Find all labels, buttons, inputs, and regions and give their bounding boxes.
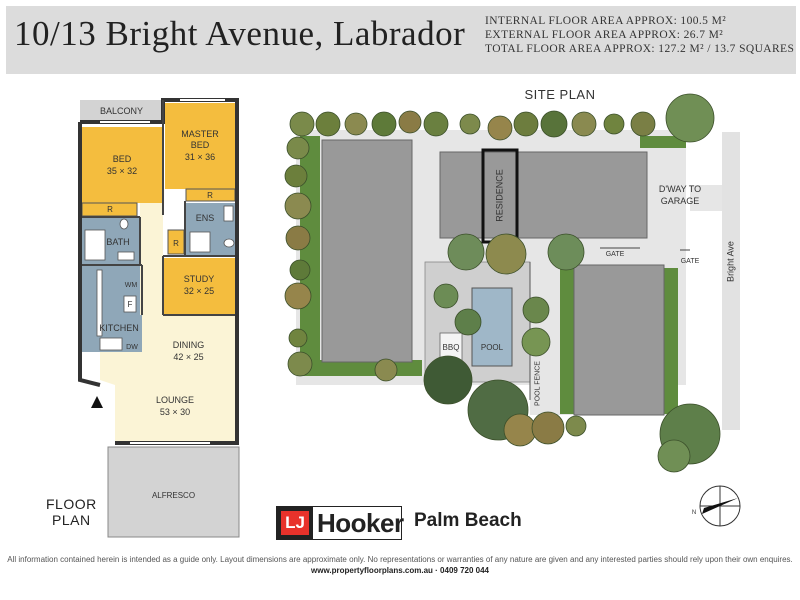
street-label: Bright Ave (725, 241, 736, 282)
kitchen-label: KITCHEN (99, 323, 139, 333)
study-room (163, 258, 235, 315)
driveway-label-1: D'WAY TO (658, 184, 702, 194)
hallway (140, 203, 163, 315)
header-banner: 10/13 Bright Avenue, Labrador INTERNAL F… (6, 6, 796, 74)
lj-hooker-logo: LJ Hooker (276, 506, 404, 540)
compass-icon (699, 485, 741, 527)
gate-label-1: GATE (605, 251, 625, 258)
alfresco-label: ALFRESCO (151, 491, 196, 500)
study-label: STUDY (183, 274, 215, 284)
internal-walls (82, 100, 235, 316)
study-dims: 32 × 25 (183, 286, 215, 296)
washing-machine-label: WM (124, 282, 138, 289)
external-area-text: EXTERNAL FLOOR AREA APPROX: 26.7 M² (485, 29, 724, 41)
total-area-text: TOTAL FLOOR AREA APPROX: 127.2 M² / 13.7… (485, 43, 795, 55)
buildings (321, 139, 665, 416)
alfresco-area (107, 446, 240, 538)
pool-fence-label: POOL FENCE (534, 361, 542, 406)
driveway-label-2: GARAGE (660, 196, 700, 206)
lounge-label: LOUNGE (155, 395, 194, 405)
living-area (100, 315, 235, 443)
trees (284, 93, 721, 473)
lj-badge: LJ (277, 507, 313, 539)
bath-label: BATH (106, 237, 130, 247)
gate-label-2: GATE (680, 258, 700, 265)
master-bed-room (165, 103, 235, 189)
ensuite-label: ENS (195, 213, 215, 223)
robe-label-master: R (207, 191, 213, 200)
dining-dims: 42 × 25 (173, 352, 204, 362)
windows (100, 99, 225, 444)
lj-mark: LJ (281, 511, 309, 535)
compass-north-label: N (691, 510, 697, 516)
dishwasher-label: DW (126, 344, 138, 351)
master-dims: 31 × 36 (184, 152, 216, 162)
pool-label: POOL (480, 343, 504, 352)
dining-label: DINING (172, 340, 205, 350)
lounge-dims: 53 × 30 (159, 407, 191, 417)
bed-label: BED (112, 154, 132, 164)
fixtures (84, 205, 235, 351)
website-contact: www.propertyfloorplans.com.au · 0409 720… (311, 566, 489, 575)
floor-area-summary: INTERNAL FLOOR AREA APPROX: 100.5 M² EXT… (485, 14, 794, 56)
master-label: MASTER (181, 129, 219, 139)
floor-plan-label: FLOOR PLAN (46, 496, 97, 528)
residence-label: RESIDENCE (494, 169, 505, 222)
property-title: 10/13 Bright Avenue, Labrador (14, 14, 466, 53)
robe-label-bed: R (107, 205, 113, 214)
balcony-area (80, 100, 163, 122)
lawn-strips (300, 136, 686, 414)
disclaimer-text: All information contained herein is inte… (7, 555, 793, 564)
office-name: Palm Beach (414, 510, 522, 531)
internal-area-text: INTERNAL FLOOR AREA APPROX: 100.5 M² (485, 15, 727, 27)
balcony-label: BALCONY (99, 106, 143, 116)
street (722, 132, 740, 430)
bed-dims: 35 × 32 (106, 166, 138, 176)
fridge-label: F (127, 300, 133, 309)
hooker-wordmark: Hooker (317, 508, 404, 538)
bbq-label: BBQ (442, 343, 460, 352)
driveway (690, 185, 722, 211)
entry-arrow-icon (91, 396, 103, 408)
bed-room (82, 127, 162, 203)
robe-label-hall: R (173, 239, 179, 248)
site-plan-title: SITE PLAN (524, 87, 596, 102)
master-label-2: BED (190, 140, 210, 150)
